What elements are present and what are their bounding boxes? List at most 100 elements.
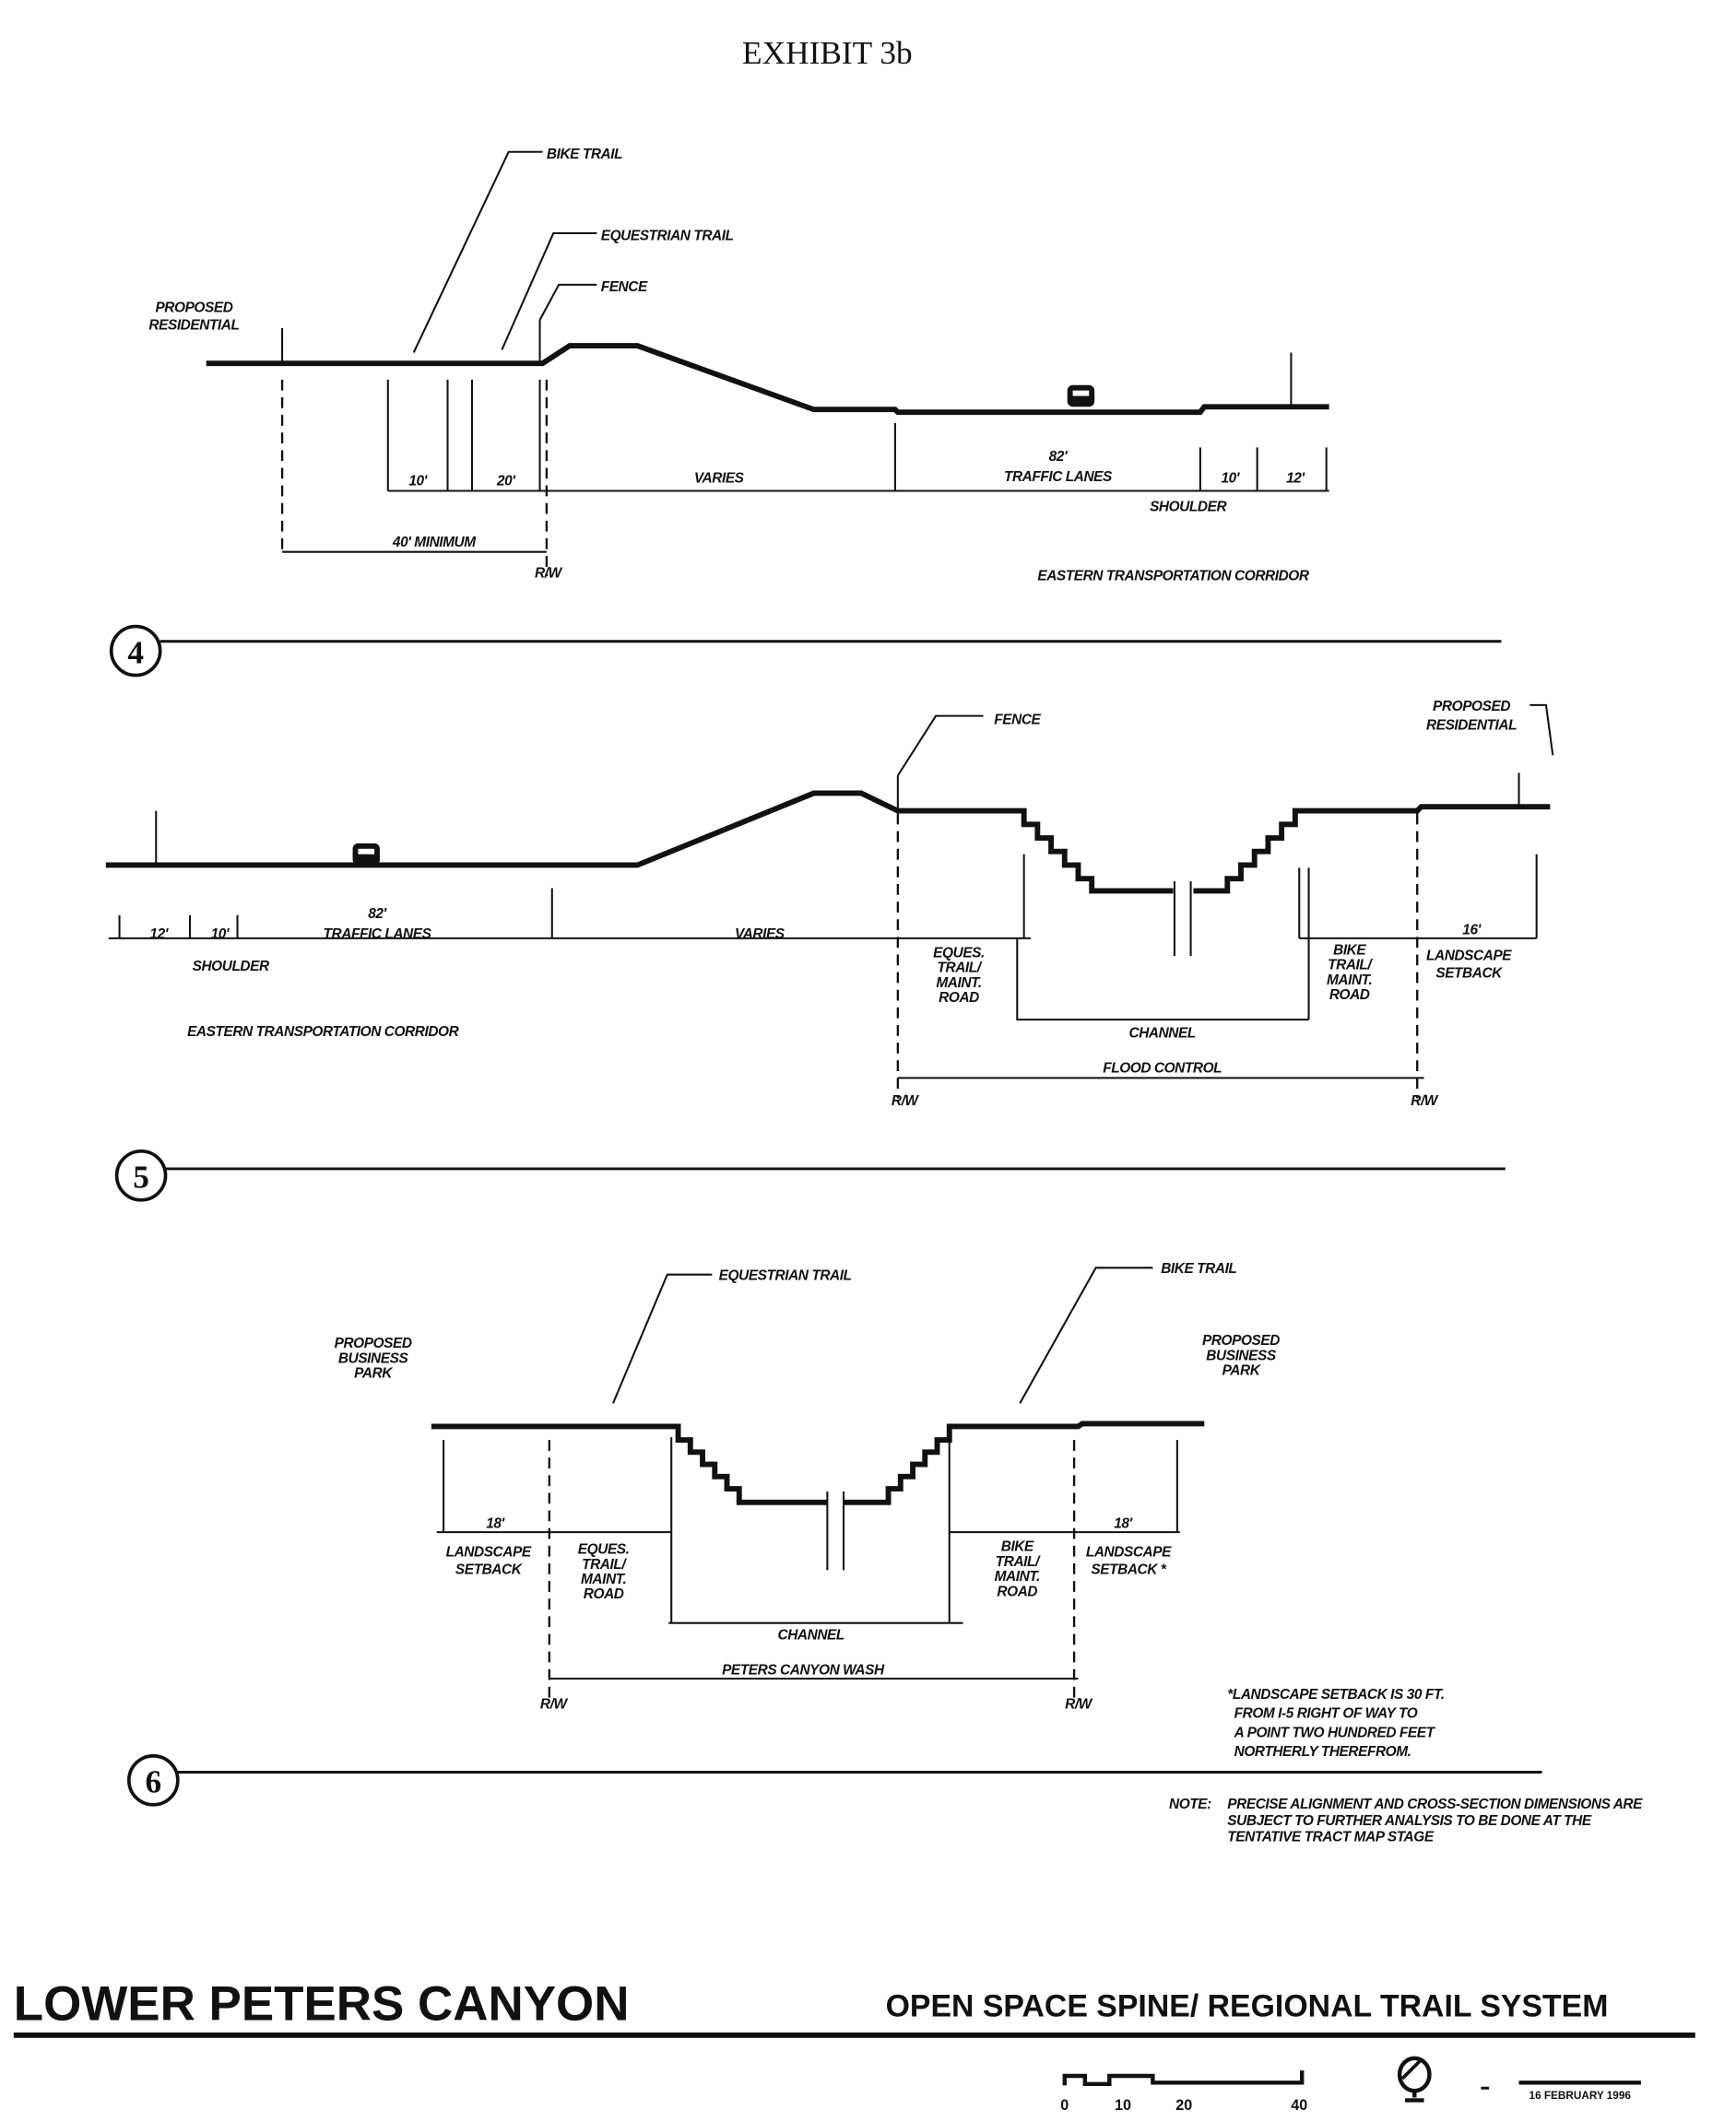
label-line: MAINT.	[581, 1572, 626, 1587]
label-bike-trail-road: BIKE TRAIL/ MAINT. ROAD	[995, 1539, 1042, 1600]
label-landscape: LANDSCAPE	[1086, 1545, 1172, 1561]
cross-section-5: FENCE PROPOSED RESIDENTIAL 12' 10' 82' T…	[105, 699, 1554, 1202]
label-line: ROAD	[584, 1586, 624, 1602]
label-rw: R/W	[535, 566, 563, 582]
footnote-line: FROM I-5 RIGHT OF WAY TO	[1234, 1706, 1418, 1722]
label-line: MAINT.	[995, 1569, 1040, 1585]
label-rw-left: R/W	[892, 1093, 920, 1109]
cross-section-4: BIKE TRAIL EQUESTRIAN TRAIL FENCE PROPOS…	[109, 147, 1502, 678]
dim-20: 20'	[496, 474, 516, 489]
label-varies: VARIES	[735, 926, 785, 942]
section-marker-circle	[114, 1149, 168, 1202]
label-rw-left: R/W	[540, 1696, 569, 1712]
cross-section-6: EQUESTRIAN TRAIL BIKE TRAIL PROPOSED BUS…	[127, 1261, 1542, 1807]
dim-82: 82'	[1049, 449, 1069, 465]
label-40-minimum: 40' MINIMUM	[392, 535, 477, 550]
label-fence: FENCE	[601, 279, 648, 295]
dim-82: 82'	[368, 906, 387, 922]
dim-10: 10'	[408, 474, 428, 489]
note-line: SUBJECT TO FURTHER ANALYSIS TO BE DONE A…	[1227, 1813, 1592, 1829]
label-business-park-left: PROPOSED BUSINESS PARK	[335, 1336, 413, 1381]
general-note: NOTE: PRECISE ALIGNMENT AND CROSS-SECTIO…	[1169, 1797, 1644, 1845]
footnote-line: NORTHERLY THEREFROM.	[1234, 1744, 1411, 1760]
label-setback: SETBACK	[455, 1562, 524, 1578]
exhibit-title: EXHIBIT 3b	[742, 35, 913, 71]
project-subtitle: OPEN SPACE SPINE/ REGIONAL TRAIL SYSTEM	[886, 1988, 1609, 2023]
landscape-footnote: *LANDSCAPE SETBACK IS 30 FT. FROM I-5 RI…	[1227, 1687, 1445, 1760]
footnote-line: A POINT TWO HUNDRED FEET	[1234, 1725, 1436, 1740]
dim-12: 12'	[1286, 471, 1305, 487]
label-traffic-lanes: TRAFFIC LANES	[1004, 469, 1113, 485]
label-traffic-lanes: TRAFFIC LANES	[324, 926, 432, 942]
ground-profile	[105, 790, 1551, 894]
dim-12: 12'	[149, 926, 169, 942]
rw-dashed-lines	[280, 379, 549, 577]
label-line: BIKE	[1333, 943, 1366, 959]
label-line: PARK	[1222, 1363, 1262, 1379]
label-line: MAINT.	[936, 975, 981, 991]
label-line: PROPOSED	[1202, 1333, 1280, 1349]
posts	[155, 772, 1520, 866]
label-line: TRAIL/	[996, 1554, 1041, 1570]
label-line: TRAIL/	[1328, 958, 1373, 973]
scale-label: 0	[1060, 2097, 1069, 2114]
label-line: PROPOSED	[335, 1336, 412, 1351]
rw-dashed-lines	[896, 813, 1419, 1099]
dim-18-right: 18'	[1114, 1516, 1133, 1532]
label-corridor: EASTERN TRANSPORTATION CORRIDOR	[1037, 569, 1310, 584]
label-rw-right: R/W	[1065, 1696, 1093, 1712]
label-proposed-residential-2: RESIDENTIAL	[148, 317, 239, 333]
label-line: EQUES.	[933, 945, 985, 961]
scale-label: 40	[1291, 2097, 1307, 2114]
label-line: TRAIL/	[582, 1557, 627, 1573]
note-line: PRECISE ALIGNMENT AND CROSS-SECTION DIME…	[1227, 1797, 1643, 1812]
label-channel: CHANNEL	[1128, 1025, 1195, 1041]
label-proposed-residential-1: PROPOSED	[155, 300, 232, 315]
dimension-lines	[436, 1437, 1180, 1624]
break-lines	[1173, 881, 1192, 957]
label-bike-trail: BIKE TRAIL/ MAINT. ROAD	[1327, 943, 1374, 1004]
label-line: BIKE	[1001, 1539, 1034, 1555]
label-bike-trail: BIKE TRAIL	[547, 147, 622, 162]
label-line: BUSINESS	[1206, 1348, 1277, 1363]
dim-10: 10'	[211, 926, 230, 942]
label-setback: SETBACK *	[1091, 1562, 1166, 1578]
label-rw-right: R/W	[1411, 1093, 1439, 1109]
label-line: ROAD	[1329, 987, 1370, 1003]
note-prefix: NOTE:	[1169, 1797, 1211, 1812]
ground-profile	[206, 343, 1329, 416]
label-eques-trail: EQUES. TRAIL/ MAINT. ROAD	[578, 1542, 630, 1603]
section-marker-circle	[109, 624, 162, 678]
label-peters-canyon-wash: PETERS CANYON WASH	[722, 1663, 885, 1679]
label-setback: SETBACK	[1435, 966, 1504, 982]
scale-label: 20	[1175, 2097, 1192, 2114]
leader-lines	[896, 703, 1554, 776]
ground-profile	[431, 1421, 1205, 1505]
label-line: MAINT.	[1327, 973, 1372, 988]
note-line: TENTATIVE TRACT MAP STAGE	[1227, 1830, 1435, 1845]
title-block: LOWER PETERS CANYON OPEN SPACE SPINE/ RE…	[14, 1977, 1695, 2114]
label-line: PARK	[354, 1365, 394, 1381]
scale-label: 10	[1115, 2097, 1131, 2114]
dim-16: 16'	[1462, 922, 1482, 937]
north-arrow-icon	[1397, 2056, 1432, 2103]
section-number: 4	[127, 634, 144, 670]
leader-lines	[412, 150, 597, 353]
label-business-park-right: PROPOSED BUSINESS PARK	[1202, 1333, 1281, 1379]
dimension-lines	[386, 379, 1329, 492]
rw-dashed-lines	[548, 1440, 1076, 1703]
label-line: BUSINESS	[338, 1350, 409, 1366]
label-equestrian-trail: EQUESTRIAN TRAIL	[719, 1268, 852, 1284]
drawing-date: 16 FEBRUARY 1996	[1529, 2090, 1632, 2102]
footnote-line: *LANDSCAPE SETBACK IS 30 FT.	[1227, 1687, 1444, 1703]
posts	[281, 320, 1293, 407]
scale-bar	[1062, 2070, 1305, 2087]
label-eques-trail: EQUES. TRAIL/ MAINT. ROAD	[933, 945, 985, 1006]
label-landscape: LANDSCAPE	[1426, 948, 1512, 963]
project-title: LOWER PETERS CANYON	[14, 1977, 630, 2032]
label-line: TRAIL/	[938, 961, 983, 976]
label-landscape: LANDSCAPE	[446, 1545, 532, 1561]
car-icon	[352, 843, 380, 866]
dim-10-shoulder: 10'	[1221, 471, 1240, 487]
